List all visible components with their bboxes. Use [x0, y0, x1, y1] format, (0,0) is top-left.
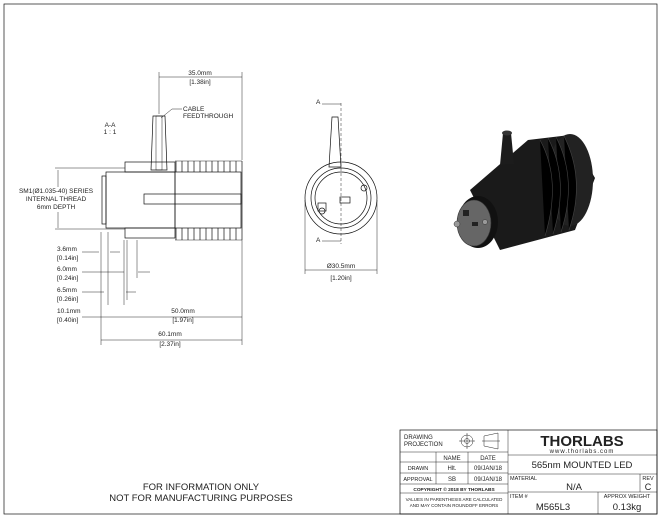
- dim-50-in: [1.97in]: [172, 317, 194, 324]
- product-3d-render: [453, 130, 595, 250]
- section-mark-top: A: [316, 99, 321, 106]
- heat-sink-fins: [175, 160, 243, 241]
- item-value: M565L3: [536, 502, 570, 513]
- projection-label-1: DRAWING: [404, 435, 433, 441]
- approval-label: APPROVAL: [403, 477, 432, 483]
- dim-50-mm: 50.0mm: [171, 308, 194, 315]
- dim-35-mm: 35.0mm: [188, 70, 211, 77]
- col-date: DATE: [480, 456, 496, 462]
- col-name: NAME: [443, 456, 460, 462]
- thorlabs-logo: THORLABS: [540, 433, 623, 450]
- disclaimer-1: VALUES IN PARENTHESIS ARE CALCULATED: [406, 497, 504, 502]
- section-label: A-A: [105, 122, 117, 129]
- section-mark-bottom: A: [316, 237, 321, 244]
- approval-date: 09/JAN/18: [474, 477, 503, 483]
- dim-6-0-in: [0.24in]: [57, 275, 79, 282]
- rev-label: REV: [642, 476, 654, 482]
- front-view: A A Ø30.5mm [1.20in]: [304, 99, 378, 282]
- drawn-name: Hlt.: [448, 466, 457, 472]
- dim-6-5-mm: 6.5mm: [57, 287, 77, 294]
- dim-60-in: [2.37in]: [159, 341, 181, 348]
- weight-value: 0.13kg: [613, 502, 642, 513]
- projection-symbol-icon: [459, 432, 500, 450]
- dim-3-6-mm: 3.6mm: [57, 246, 77, 253]
- rev-value: C: [645, 482, 652, 492]
- drawing-frame: [3, 3, 658, 515]
- dim-diameter-in: [1.20in]: [330, 275, 352, 282]
- drawn-date: 09/JAN/18: [474, 466, 503, 472]
- website: www.thorlabs.com: [549, 449, 615, 455]
- section-scale: 1 : 1: [104, 129, 117, 136]
- disclaimer-2: AND MAY CONTAIN ROUNDOFF ERRORS: [410, 503, 499, 508]
- dim-35-in: [1.38in]: [189, 79, 211, 86]
- weight-label: APPROX WEIGHT: [604, 494, 651, 500]
- dim-diameter-mm: Ø30.5mm: [327, 263, 356, 270]
- notice-line-1: FOR INFORMATION ONLY: [143, 482, 260, 493]
- housing-section: [105, 171, 176, 229]
- dim-6-5-in: [0.26in]: [57, 296, 79, 303]
- projection-label-2: PROJECTION: [404, 442, 443, 448]
- item-label: ITEM #: [510, 494, 529, 500]
- dim-60-mm: 60.1mm: [158, 331, 181, 338]
- section-view: A-A 1 : 1 CABLE FEEDTHROUGH SM1(Ø1.035-4…: [19, 70, 243, 348]
- thread-callout-2: INTERNAL THREAD: [26, 196, 87, 203]
- thread-callout-1: SM1(Ø1.035-40) SERIES: [19, 188, 94, 195]
- material-label: MATERIAL: [510, 476, 537, 482]
- copyright: COPYRIGHT © 2018 BY THORLABS: [413, 486, 495, 493]
- title-block: DRAWING PROJECTION NAME DATE DRAWN Hlt. …: [399, 429, 658, 515]
- part-title: 565nm MOUNTED LED: [532, 460, 633, 471]
- dim-6-0-mm: 6.0mm: [57, 266, 77, 273]
- cable-feedthrough-callout-1: CABLE: [183, 106, 205, 113]
- dim-10-1-in: [0.40in]: [57, 317, 79, 324]
- drawn-label: DRAWN: [408, 466, 429, 472]
- material-value: N/A: [566, 482, 583, 493]
- notice-line-2: NOT FOR MANUFACTURING PURPOSES: [109, 493, 293, 504]
- dim-3-6-in: [0.14in]: [57, 255, 79, 262]
- dim-10-1-mm: 10.1mm: [57, 308, 80, 315]
- approval-name: SB: [448, 477, 456, 483]
- cable-feedthrough-callout-2: FEEDTHROUGH: [183, 113, 234, 120]
- thread-callout-3: 6mm DEPTH: [37, 204, 76, 211]
